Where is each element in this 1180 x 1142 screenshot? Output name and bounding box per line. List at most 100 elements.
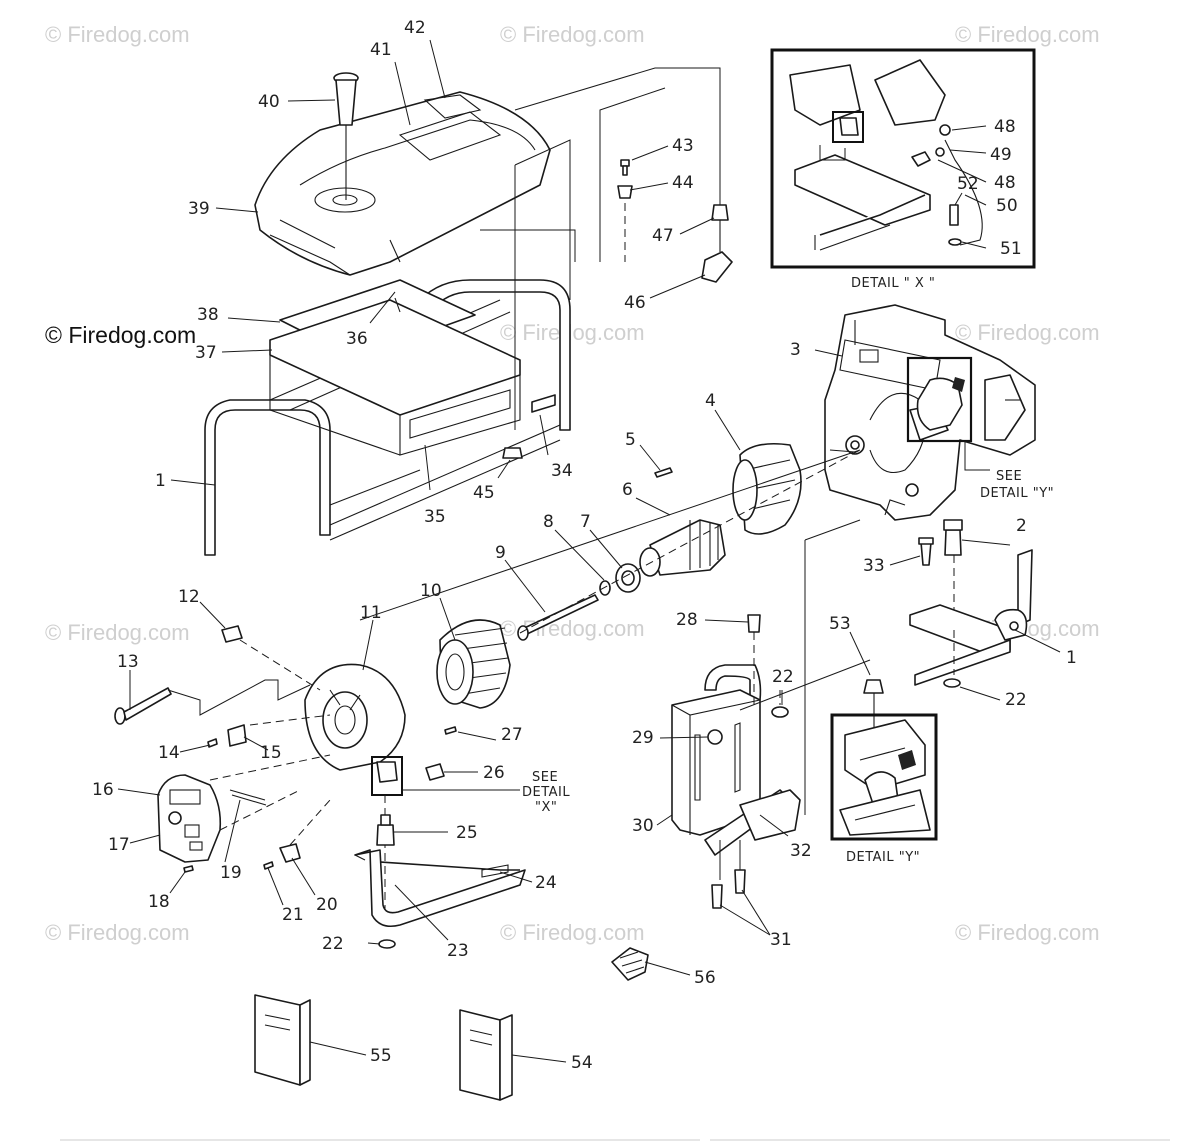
callout-40: 40 (258, 92, 280, 112)
see-detail-x: SEE DETAIL "X" (522, 770, 570, 815)
nut-part-45 (502, 447, 523, 459)
callout-44: 44 (672, 173, 694, 193)
engine-part-3 (824, 304, 1036, 521)
grommet-part-26 (425, 763, 445, 781)
screw-part-14 (207, 738, 218, 748)
watermark-strong: © Firedog.com (45, 322, 196, 348)
fuel-cap-part-40 (333, 72, 359, 200)
callout-numbers: 42 41 40 39 38 37 36 1 35 34 45 43 44 47… (92, 18, 1077, 1073)
svg-text:DETAIL "Y": DETAIL "Y" (980, 486, 1054, 501)
callout-38: 38 (197, 305, 219, 325)
plug-part-56 (611, 947, 649, 981)
callout-leaders (117, 39, 1061, 1063)
pin-part-27 (444, 726, 457, 735)
callout-8: 8 (543, 512, 554, 532)
callout-12: 12 (178, 587, 200, 607)
mount-part-25 (376, 814, 395, 846)
screw-part-21 (263, 861, 274, 870)
callout-24: 24 (535, 873, 557, 893)
watermark: © Firedog.com (45, 620, 190, 645)
callout-31: 31 (770, 930, 792, 950)
callout-21: 21 (282, 905, 304, 925)
callout-15: 15 (260, 743, 282, 763)
callout-18: 18 (148, 892, 170, 912)
callout-28: 28 (676, 610, 698, 630)
callout-23: 23 (447, 941, 469, 961)
watermark: © Firedog.com (955, 920, 1100, 945)
svg-text:SEE: SEE (996, 469, 1022, 484)
callout-10: 10 (420, 581, 442, 601)
rotor-part-6 (639, 519, 726, 577)
callout-53: 53 (829, 614, 851, 634)
callout-36: 36 (346, 329, 368, 349)
axis-line-upper (359, 449, 861, 621)
callout-30: 30 (632, 816, 654, 836)
frame-part-1 (204, 279, 571, 556)
frame-rail-left-part-24 (354, 849, 526, 928)
callout-29: 29 (632, 728, 654, 748)
strip-part-19 (229, 789, 267, 806)
callout-43: 43 (672, 136, 694, 156)
callout-48: 48 (994, 173, 1016, 193)
screw-part-18 (183, 865, 194, 873)
callout-52: 52 (957, 174, 979, 194)
bracket-part-20 (279, 843, 301, 863)
see-detail-y: SEE DETAIL "Y" (980, 469, 1054, 501)
watermark: © Firedog.com (45, 920, 190, 945)
callout-14: 14 (158, 743, 180, 763)
callout-54: 54 (571, 1053, 593, 1073)
callout-1: 1 (155, 471, 166, 491)
callout-46: 46 (624, 293, 646, 313)
callout-3: 3 (790, 340, 801, 360)
bearing-part-7 (615, 563, 641, 593)
callout-35: 35 (424, 507, 446, 527)
bolt-part-9 (517, 594, 599, 641)
callout-56: 56 (694, 968, 716, 988)
callout-39: 39 (188, 199, 210, 219)
detail-x-inset (770, 48, 1036, 269)
bracket-part-15 (227, 724, 247, 747)
callout-17: 17 (108, 835, 130, 855)
callout-4: 4 (705, 391, 716, 411)
callout-50: 50 (996, 196, 1018, 216)
callout-41: 41 (370, 40, 392, 60)
stator-part-10 (436, 619, 511, 709)
callout-7: 7 (580, 512, 591, 532)
fuel-tank-part-39 (254, 91, 551, 276)
nut-part-22b (771, 706, 789, 718)
callout-22: 22 (772, 667, 794, 687)
manual-part-55 (254, 994, 311, 1086)
watermark: © Firedog.com (955, 22, 1100, 47)
callout-5: 5 (625, 430, 636, 450)
callout-51: 51 (1000, 239, 1022, 259)
callout-34: 34 (551, 461, 573, 481)
guide-lines-lower (209, 639, 520, 920)
bolts-part-31 (711, 869, 746, 909)
callout-32: 32 (790, 841, 812, 861)
stator-housing-part-4 (732, 442, 802, 535)
callout-42: 42 (404, 18, 426, 38)
callout-27: 27 (501, 725, 523, 745)
guide-lines-muffler (719, 519, 871, 880)
bracket-part-32 (739, 789, 801, 841)
callout-20: 20 (316, 895, 338, 915)
detail-x-label: DETAIL " X " (851, 276, 935, 291)
watermark: © Firedog.com (500, 920, 645, 945)
svg-text:DETAIL: DETAIL (522, 785, 570, 800)
frame-rail-right (909, 549, 1033, 688)
engine-mount-part-2 (918, 519, 963, 620)
callout-55: 55 (370, 1046, 392, 1066)
callout-2: 2 (1016, 516, 1027, 536)
callout-22: 22 (1005, 690, 1027, 710)
callout-16: 16 (92, 780, 114, 800)
screw-part-28 (747, 614, 761, 633)
callout-33: 33 (863, 556, 885, 576)
manual-part-54 (459, 1009, 513, 1101)
label-part-34 (531, 394, 556, 413)
callout-45: 45 (473, 483, 495, 503)
callout-13: 13 (117, 652, 139, 672)
callout-9: 9 (495, 543, 506, 563)
screw-part-43 (617, 159, 633, 199)
callout-49: 49 (990, 145, 1012, 165)
